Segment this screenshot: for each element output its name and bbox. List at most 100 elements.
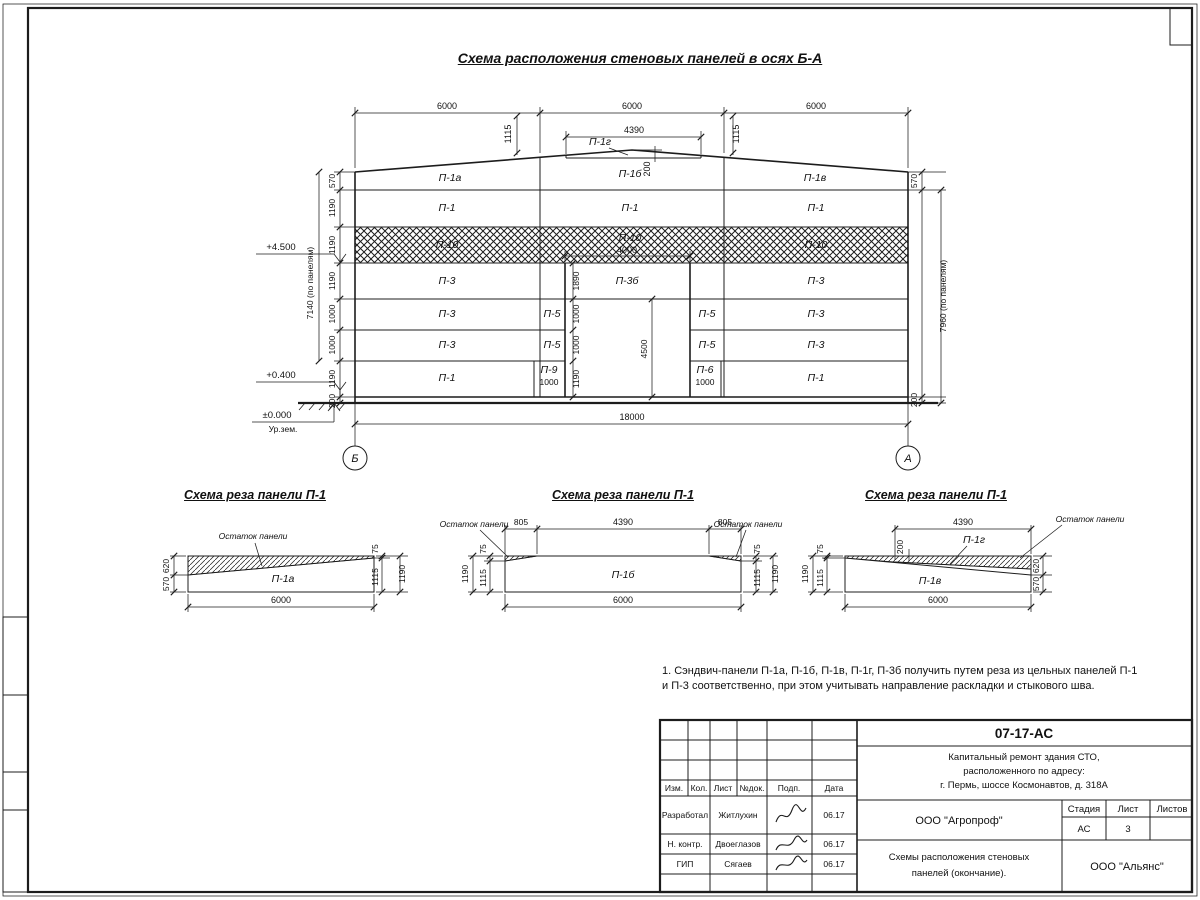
- panel-label: П-3: [439, 339, 456, 351]
- panel-label: П-1: [439, 202, 456, 214]
- sheet-header: Лист: [1118, 804, 1139, 815]
- dim-label: 1190: [327, 370, 337, 389]
- dim-label: 200: [327, 394, 337, 408]
- elevation-dimensions: 6000 6000 6000 4390 1115 1115 200: [305, 101, 948, 429]
- dim-label: 1000: [327, 335, 337, 354]
- panel-label: П-1г: [589, 136, 611, 148]
- dim-label: 6000: [613, 595, 633, 605]
- cut-scheme-1-title: Схема реза панели П-1: [184, 488, 326, 502]
- sheet-value: 3: [1125, 824, 1130, 835]
- owner-name: ООО "Альянс": [1090, 861, 1164, 873]
- dim-label: 1000: [571, 335, 581, 354]
- signature-scribble: [775, 804, 807, 823]
- dim-label: 1000: [540, 377, 559, 387]
- panel-label: П-1в: [919, 575, 942, 587]
- sheet-frame: [2, 3, 1198, 897]
- dim-label: 4000: [617, 245, 637, 255]
- dim-label: 1115: [731, 125, 741, 144]
- tb-role: ГИП: [677, 859, 694, 869]
- cut-scheme-3-title: Схема реза панели П-1: [865, 488, 1007, 502]
- dim-label: 4390: [624, 125, 644, 135]
- dim-label: 75: [815, 544, 825, 554]
- doc-number: 07-17-АС: [995, 726, 1053, 741]
- sheet-title-line: Схемы расположения стеновых: [889, 852, 1030, 863]
- panel-label: П-9: [541, 364, 558, 376]
- tb-date: 06.17: [823, 859, 845, 869]
- level-label: +4.500: [266, 242, 295, 253]
- dim-label: 6000: [622, 101, 642, 111]
- panel-label: П-1а: [272, 573, 295, 585]
- tb-col-header: Подп.: [778, 783, 801, 793]
- dim-label: 7960 (по панелям): [938, 260, 948, 333]
- dim-label: 6000: [806, 101, 826, 111]
- dim-label: 570: [1031, 577, 1041, 591]
- cut-scheme-3: П-1в П-1г Остаток панели 200 4390 75 111…: [800, 514, 1125, 612]
- stage-value: АС: [1078, 824, 1091, 835]
- dim-label: 1190: [770, 565, 780, 584]
- rest-label: Остаток панели: [219, 531, 288, 541]
- dim-label: 1115: [370, 568, 380, 586]
- panel-label: П-1: [808, 202, 825, 214]
- tb-role: Разработал: [662, 810, 708, 820]
- gate-opening: [564, 263, 691, 397]
- panel-label: П-1в: [804, 172, 827, 184]
- dim-label: 1190: [800, 565, 810, 584]
- panel-label: П-1: [439, 372, 456, 384]
- dim-label: 75: [370, 544, 380, 554]
- elevation-panel-labels: П-1а П-1б П-1в П-1г П-1 П-1 П-1 П-10 П-1…: [436, 136, 828, 387]
- axis-letter: Б: [351, 453, 358, 465]
- cut-scheme-2-title: Схема реза панели П-1: [552, 488, 694, 502]
- panel-label: П-10: [436, 239, 459, 251]
- sheet-title-line: панелей (окончание).: [912, 868, 1007, 879]
- dim-label: 200: [642, 161, 652, 176]
- panel-label: П-5: [699, 339, 716, 351]
- dim-label: 75: [752, 544, 762, 554]
- dim-label: 4500: [639, 339, 649, 358]
- panel-label: П-1: [808, 372, 825, 384]
- level-marks: +4.500 +0.400 ±0.000 Ур.зем.: [252, 242, 347, 434]
- panel-label: П-10: [805, 239, 828, 251]
- dim-label: 620: [1031, 559, 1041, 573]
- dim-label: 1115: [503, 125, 513, 144]
- dim-label: 620: [161, 559, 171, 573]
- elevation-building: [298, 149, 938, 411]
- panel-label: П-5: [544, 339, 561, 351]
- rest-label: Остаток панели: [440, 519, 509, 529]
- dim-label: 570: [327, 174, 337, 188]
- tb-col-header: №док.: [740, 783, 765, 793]
- cut-scheme-1: П-1а Остаток панели 620 570 75 1115 1190…: [161, 531, 408, 612]
- panel-label: П-3: [808, 339, 825, 351]
- dim-label: 1115: [815, 569, 825, 587]
- tb-role: Н. контр.: [667, 839, 702, 849]
- axis-bubble: [342, 445, 368, 471]
- tb-col-header: Изм.: [665, 783, 683, 793]
- panel-label: П-3: [439, 275, 456, 287]
- dim-label: 805: [514, 517, 528, 527]
- rest-label: Остаток панели: [714, 519, 783, 529]
- dim-label: 4390: [953, 517, 973, 527]
- contractor-name: ООО "Агропроф": [915, 815, 1002, 827]
- stage-header: Стадия: [1068, 804, 1100, 815]
- tb-col-header: Кол.: [691, 783, 708, 793]
- dim-label: 6000: [928, 595, 948, 605]
- tb-name: Сягаев: [724, 859, 752, 869]
- tb-name: Житлухин: [718, 810, 758, 820]
- dim-label: 1000: [327, 304, 337, 323]
- tb-date: 06.17: [823, 810, 845, 820]
- panel-label: П-1б: [619, 168, 643, 180]
- dim-label: 1000: [696, 377, 715, 387]
- panel-label: П-3: [439, 308, 456, 320]
- panel-label: П-1г: [963, 534, 985, 546]
- panel-label: П-5: [544, 308, 561, 320]
- panel-label: П-1б: [612, 569, 636, 581]
- rest-label: Остаток панели: [1056, 514, 1125, 524]
- page-title: Схема расположения стеновых панелей в ос…: [457, 50, 823, 66]
- notes-text: 1. Сэндвич-панели П-1а, П-1б, П-1в, П-1г…: [662, 665, 1138, 693]
- dim-label: 18000: [619, 412, 644, 422]
- title-block: Изм. Кол. Лист №док. Подп. Дата Разработ…: [658, 718, 1194, 894]
- dim-label: 570: [161, 577, 171, 591]
- dim-label: 1190: [327, 236, 337, 255]
- dim-label: 1890: [571, 271, 581, 290]
